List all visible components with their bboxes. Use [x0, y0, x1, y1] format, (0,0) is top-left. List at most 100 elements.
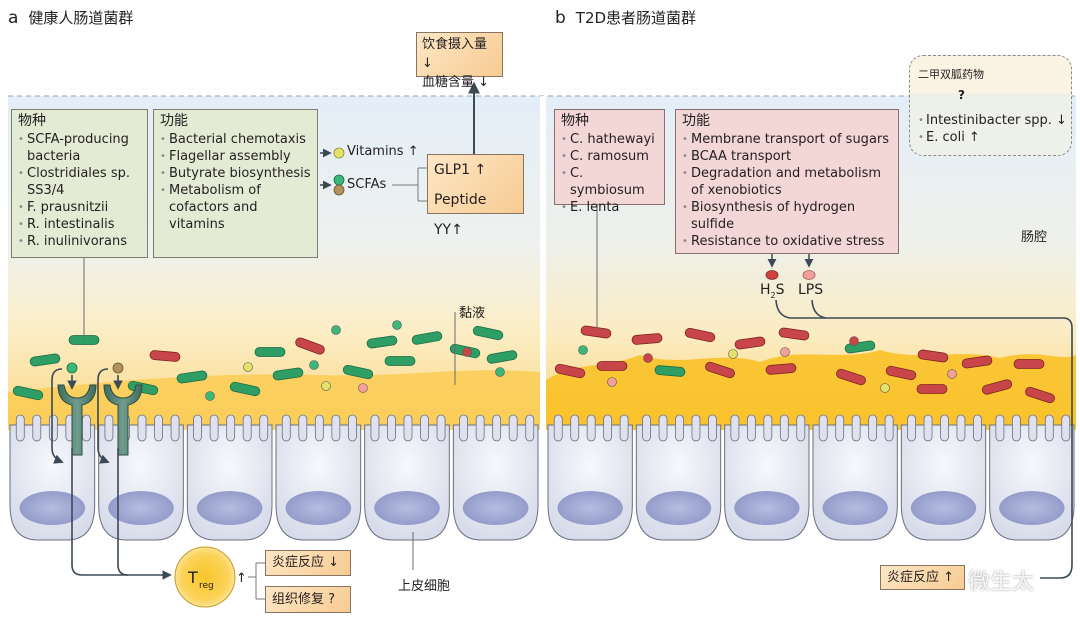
species-heading-a: 物种 — [18, 113, 46, 129]
outcome-inflammation-box: 炎症反应 ↓ — [265, 550, 351, 576]
beneficial-bacterium — [29, 353, 61, 367]
scfa-icon-brown — [333, 184, 345, 196]
function-box-a: 功能 Bacterial chemotaxis Flagellar assemb… — [153, 109, 318, 258]
inflammation-label-b: 炎症反应 ↑ — [887, 570, 955, 585]
treg-label-main: T — [187, 568, 198, 587]
function-item: Biosynthesis of hydrogen sulfide — [682, 199, 892, 233]
beneficial-bacterium — [229, 381, 261, 397]
scfa-molecule — [309, 360, 319, 370]
microvillus — [730, 414, 740, 442]
lps-molecule — [607, 377, 617, 387]
metformin-label: 二甲双胍药物 — [918, 68, 984, 81]
mucus-label: 黏液 — [459, 306, 486, 321]
epithelium-label: 上皮细胞 — [398, 579, 451, 594]
hormone-box: GLP1 ↑ Peptide YY↑ — [427, 154, 524, 238]
microvillus — [818, 414, 828, 442]
microvillus — [259, 414, 269, 442]
epithelial-cell — [724, 414, 810, 541]
beneficial-bacterium — [366, 335, 398, 349]
lps-label: LPS — [798, 282, 824, 298]
metformin-effect-item: E. coli ↑ — [918, 129, 1067, 146]
epithelial-cell — [98, 414, 184, 541]
nucleus — [822, 491, 888, 525]
microvillus — [314, 414, 324, 442]
h2s-label-main: H — [760, 282, 771, 298]
harmful-bacterium — [596, 361, 628, 371]
microvillus — [331, 414, 341, 442]
microvillus — [658, 414, 668, 442]
microvillus — [32, 414, 42, 442]
outcome-repair-box: 组织修复 ? — [265, 586, 351, 613]
nucleus — [999, 491, 1065, 525]
microvillus — [973, 414, 982, 442]
microvillus — [154, 414, 163, 442]
nucleus — [645, 491, 712, 525]
microvillus — [553, 414, 563, 442]
function-item: Resistance to oxidative stress — [682, 233, 892, 250]
nucleus — [910, 491, 977, 525]
species-item: C. hathewayi — [561, 131, 658, 148]
function-item: Metabolism of cofactors and vitamins — [160, 182, 311, 233]
panel-b-letter: b — [555, 8, 566, 28]
harmful-bacterium — [705, 361, 735, 379]
microvillus — [48, 414, 58, 442]
panel-a-title-text: 健康人肠道菌群 — [28, 9, 134, 27]
vitamin-molecule — [321, 381, 331, 391]
species-item: SCFA-producing bacteria — [18, 131, 141, 165]
lps-molecule — [358, 383, 368, 393]
microvillus — [137, 414, 147, 442]
scfa-ligand-1 — [66, 362, 78, 374]
microvillus — [475, 414, 485, 442]
epithelial-cell — [635, 414, 722, 541]
harmful-bacterium — [631, 333, 663, 345]
receptor-1 — [57, 384, 97, 456]
h2s-label: H2S — [760, 282, 785, 300]
panel-a-letter: a — [8, 8, 19, 28]
epithelial-cell — [547, 414, 633, 541]
species-item: E. lenta — [561, 199, 658, 216]
microvillus — [193, 414, 203, 442]
microvillus — [586, 414, 596, 442]
epithelial-cells-b — [547, 414, 1075, 541]
nucleus — [734, 491, 800, 525]
harmful-bacterium — [149, 350, 181, 362]
h2s-label-tail: S — [775, 282, 785, 298]
nucleus — [196, 491, 263, 525]
species-item: F. prausnitzii — [18, 199, 141, 216]
microvillus — [281, 414, 291, 442]
harmful-bacterium — [981, 379, 1013, 395]
beneficial-bacterium — [342, 364, 374, 380]
microvillus — [675, 414, 684, 442]
epithelial-cell — [812, 414, 898, 541]
microvillus — [492, 414, 502, 442]
species-item: Clostridiales sp. SS3/4 — [18, 165, 141, 199]
microvillus — [603, 414, 613, 442]
function-item: Flagellar assembly — [160, 148, 311, 165]
lumen-label: 肠腔 — [1021, 230, 1048, 245]
scfa-molecule — [578, 345, 588, 355]
epithelial-cell — [900, 414, 987, 541]
signal-line-to-treg — [71, 448, 172, 580]
metformin-question: ? — [958, 88, 965, 102]
function-item: Butyrate biosynthesis — [160, 165, 311, 182]
harmful-bacterium — [961, 355, 993, 369]
microvillus — [242, 414, 252, 442]
microvillus — [508, 414, 518, 442]
epithelial-cell — [275, 414, 362, 541]
beneficial-bacterium — [654, 365, 686, 377]
microvillus — [1061, 414, 1071, 442]
beneficial-bacterium — [272, 367, 304, 381]
panel-b-title-text: T2D患者肠道菌群 — [575, 9, 697, 27]
uptake-arrow-1 — [51, 368, 64, 464]
microvillus — [779, 414, 789, 442]
systemic-effects-box: 饮食摄入量 ↓ 血糖含量 ↓ — [416, 32, 503, 90]
nucleus — [462, 491, 529, 525]
scfa-molecule — [392, 320, 402, 330]
metformin-box: 二甲双胍药物 ? Intestinibacter spp. ↓ E. coli … — [909, 55, 1072, 156]
nucleus — [285, 491, 352, 525]
beneficial-bacterium — [254, 347, 286, 357]
microvillus — [835, 414, 845, 442]
h2s-label-sub: 2 — [770, 290, 776, 300]
nucleus — [374, 491, 440, 525]
treg-up-arrow: ↑ — [236, 571, 247, 586]
